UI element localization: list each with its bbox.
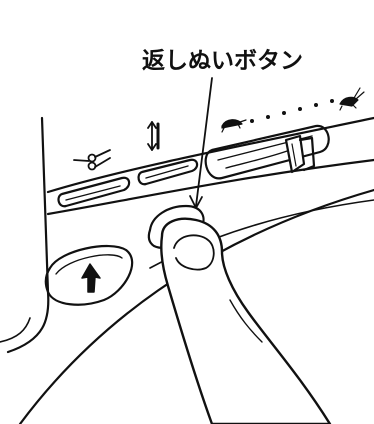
speed-slider-knob[interactable] xyxy=(284,134,316,174)
scissors-icon xyxy=(73,149,111,171)
callout-pointer xyxy=(189,77,213,209)
rabbit-fast-icon xyxy=(339,87,365,111)
speed-scale-dots xyxy=(250,99,334,123)
reverse-stitch-up-button[interactable] xyxy=(44,244,134,306)
speed-slider[interactable] xyxy=(204,124,330,180)
stitch-length-icon xyxy=(147,121,160,151)
control-panel-lower-edge xyxy=(46,158,374,216)
pressing-finger xyxy=(160,217,332,424)
thread-cutter-button[interactable] xyxy=(57,176,131,208)
machine-body-left-inner-edge xyxy=(0,317,31,343)
reverse-stitch-button-label: 返しぬいボタン xyxy=(142,48,303,74)
turtle-slow-icon xyxy=(221,119,247,133)
control-panel-top-edge xyxy=(46,116,374,194)
machine-body-left-edge xyxy=(6,116,50,354)
needle-position-button[interactable] xyxy=(137,158,199,186)
up-arrow-icon xyxy=(81,263,101,293)
